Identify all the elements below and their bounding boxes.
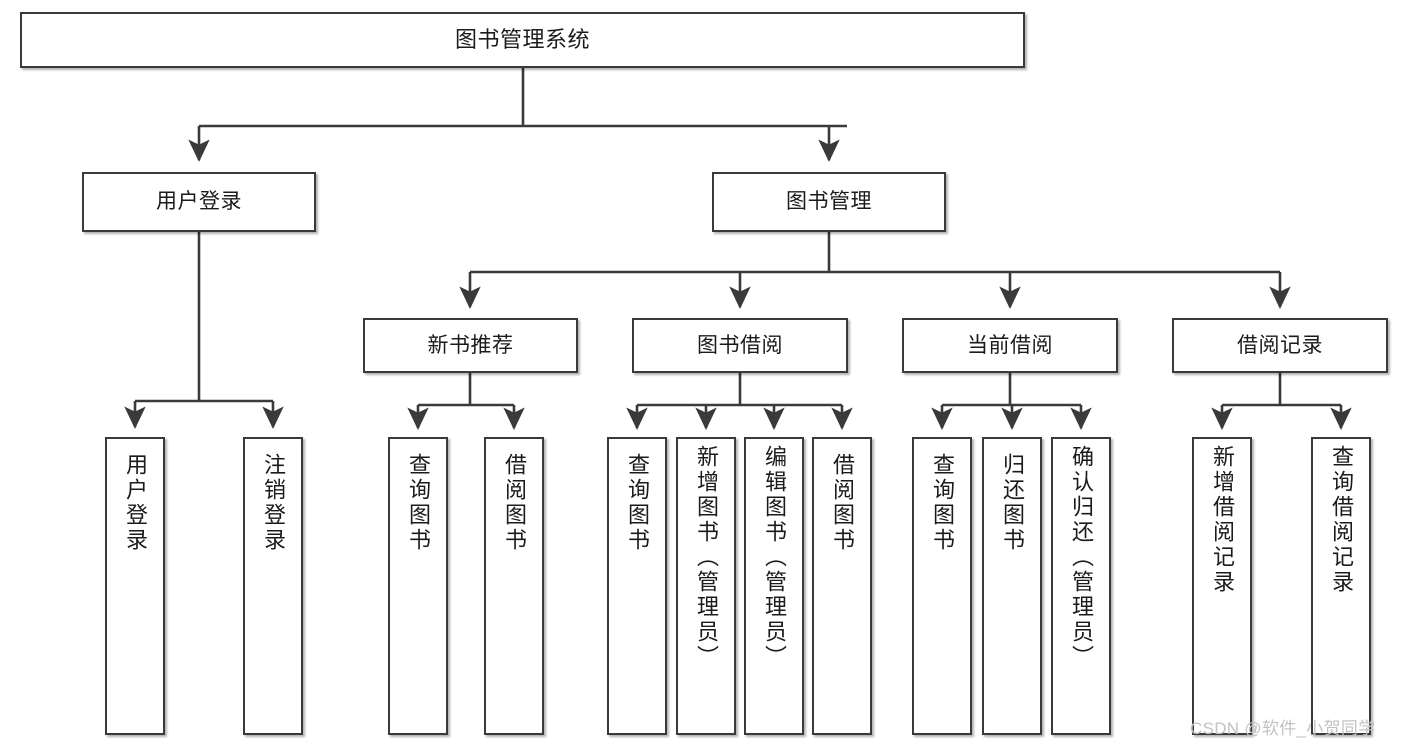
node-root[interactable]: 图书管理系统 [20, 12, 1025, 68]
node-book-borrow[interactable]: 图书借阅 [632, 318, 848, 373]
node-borrow-record[interactable]: 借阅记录 [1172, 318, 1388, 373]
node-leaf-borrow-book-bb-label: 借阅图书 [830, 453, 855, 553]
node-leaf-confirm-return[interactable]: 确认归还（管理员） [1051, 437, 1111, 735]
node-current-borrow[interactable]: 当前借阅 [902, 318, 1118, 373]
node-borrow-record-label: 借阅记录 [1237, 333, 1323, 357]
node-book-manage[interactable]: 图书管理 [712, 172, 946, 232]
node-leaf-edit-book[interactable]: 编辑图书（管理员） [744, 437, 804, 735]
node-leaf-query-book-cb-label: 查询图书 [930, 453, 955, 553]
node-leaf-add-book-label: 新增图书（管理员） [694, 445, 719, 670]
node-leaf-add-record-label: 新增借阅记录 [1210, 445, 1235, 595]
node-leaf-add-book[interactable]: 新增图书（管理员） [676, 437, 736, 735]
node-leaf-borrow-book-rec[interactable]: 借阅图书 [484, 437, 544, 735]
node-leaf-user-login[interactable]: 用户登录 [105, 437, 165, 735]
node-leaf-logout[interactable]: 注销登录 [243, 437, 303, 735]
node-leaf-user-login-label: 用户登录 [123, 453, 148, 553]
node-leaf-query-book-bb[interactable]: 查询图书 [607, 437, 667, 735]
node-leaf-query-book-rec-label: 查询图书 [406, 453, 431, 553]
node-new-book-recommend-label: 新书推荐 [427, 333, 514, 357]
node-leaf-borrow-book-bb[interactable]: 借阅图书 [812, 437, 872, 735]
node-user-login-label: 用户登录 [156, 190, 242, 214]
node-book-borrow-label: 图书借阅 [697, 333, 783, 357]
node-leaf-logout-label: 注销登录 [261, 453, 286, 553]
node-user-login[interactable]: 用户登录 [82, 172, 316, 232]
node-root-label: 图书管理系统 [454, 26, 590, 52]
node-leaf-return-book[interactable]: 归还图书 [982, 437, 1042, 735]
node-leaf-return-book-label: 归还图书 [1000, 453, 1025, 553]
node-leaf-borrow-book-rec-label: 借阅图书 [502, 453, 527, 553]
node-leaf-query-book-bb-label: 查询图书 [625, 453, 650, 553]
node-leaf-query-book-cb[interactable]: 查询图书 [912, 437, 972, 735]
node-leaf-query-record-label: 查询借阅记录 [1329, 445, 1354, 595]
node-leaf-confirm-return-label: 确认归还（管理员） [1069, 445, 1094, 670]
node-leaf-add-record[interactable]: 新增借阅记录 [1192, 437, 1252, 735]
csdn-watermark: CSDN @软件_小贺同学 [1190, 719, 1376, 738]
node-current-borrow-label: 当前借阅 [967, 333, 1053, 357]
node-leaf-edit-book-label: 编辑图书（管理员） [762, 445, 787, 670]
node-new-book-recommend[interactable]: 新书推荐 [363, 318, 578, 373]
node-book-manage-label: 图书管理 [786, 190, 872, 214]
node-leaf-query-record[interactable]: 查询借阅记录 [1311, 437, 1371, 735]
node-leaf-query-book-rec[interactable]: 查询图书 [388, 437, 448, 735]
